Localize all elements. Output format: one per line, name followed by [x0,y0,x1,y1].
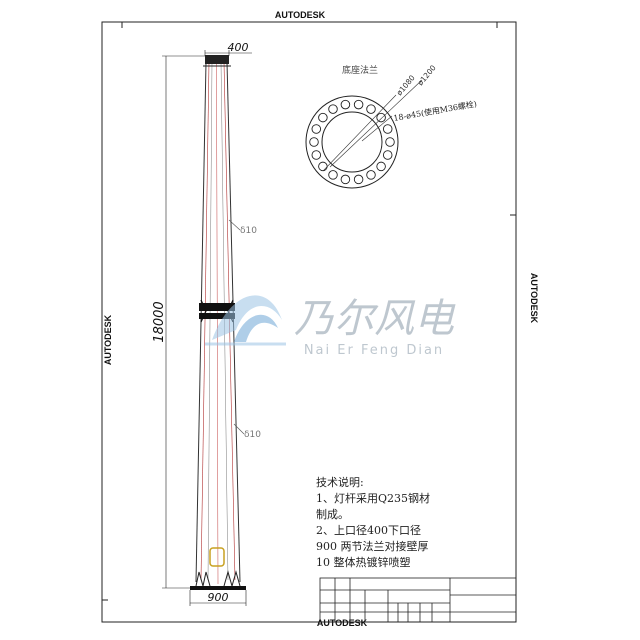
bolt-hole [309,137,319,147]
thickness-label-lower: δ10 [244,430,261,440]
bolt-hole [382,124,393,134]
bottom-dim-label: 900 [208,591,229,604]
bolt-holes [309,99,395,185]
bolt-hole [318,161,328,172]
tech-note-line: 制成。 [316,508,349,521]
flange-leader [329,79,423,168]
bolt-hole [353,99,364,110]
mid-flange [199,313,235,319]
pole-center-line [216,59,219,585]
bolt-hole [376,112,386,123]
title-block [319,577,517,623]
brand-logo [205,295,286,346]
thickness-label-upper: δ10 [240,226,257,236]
mid-flange [199,303,235,311]
bolt-hole [382,150,393,160]
bolt-hole [353,174,364,185]
brand-pinyin: Nai Er Feng Dian [304,343,444,358]
autodesk-right: AUTODESK [529,273,539,324]
bolt-hole [366,104,376,114]
base-flange-plan: 底座法兰 ø1080 ø1200 18-ø45(使用M36螺栓) [305,63,478,189]
top-dim-label: 400 [228,41,249,54]
leader-lower [233,423,245,435]
flange-outer-circle [305,95,399,189]
tech-note-line: 10 整体热镀锌喷塑 [316,556,411,569]
bolt-hole [328,170,338,180]
height-dimension: 18000 [152,55,205,589]
bolt-hole [376,161,386,172]
bolt-hole [311,124,322,134]
bolt-hole [318,112,328,123]
tech-note-line: 900 两节法兰对接壁厚 [316,540,429,553]
pole-top-cap [205,55,229,64]
bolt-hole [328,104,338,114]
base-plate [190,586,246,590]
flange-inner-circle [321,111,383,173]
bolt-hole [311,150,322,160]
flange-leader [361,115,393,142]
autodesk-top: AUTODESK [275,10,326,20]
bottom-dimension: 900 [189,590,247,606]
bolt-hole [385,137,395,147]
drawing-frame [101,21,517,623]
bolt-hole [366,170,376,180]
tech-note-line: 1、灯杆采用Q235钢材 [316,492,431,505]
autodesk-left: AUTODESK [103,314,113,365]
autodesk-bottom: AUTODESK [317,618,368,628]
flange-outer-dim: ø1200 [416,63,438,87]
base-stiffeners [195,570,241,587]
mid-flange-rib [200,299,207,323]
pole-inner-line [207,61,213,581]
brand-watermark: 乃尔风电 Nai Er Feng Dian [205,295,456,358]
service-door [209,547,225,567]
pole-inner-line [200,61,210,581]
tech-notes-heading: 技术说明: [316,476,364,489]
brand-chinese: 乃尔风电 [294,296,456,342]
flange-leader [322,94,397,172]
leader-upper [228,219,241,231]
bolt-spec-label: 18-ø45(使用M36螺栓) [393,98,478,123]
tech-note-line: 2、上口径400下口径 [316,524,421,537]
height-dim-label: 18000 [152,301,167,342]
top-dimension: 400 [204,41,252,56]
bolt-hole [340,99,351,110]
flange-inner-dim: ø1080 [395,73,417,97]
flange-title: 底座法兰 [342,64,378,76]
bolt-hole [340,174,351,185]
